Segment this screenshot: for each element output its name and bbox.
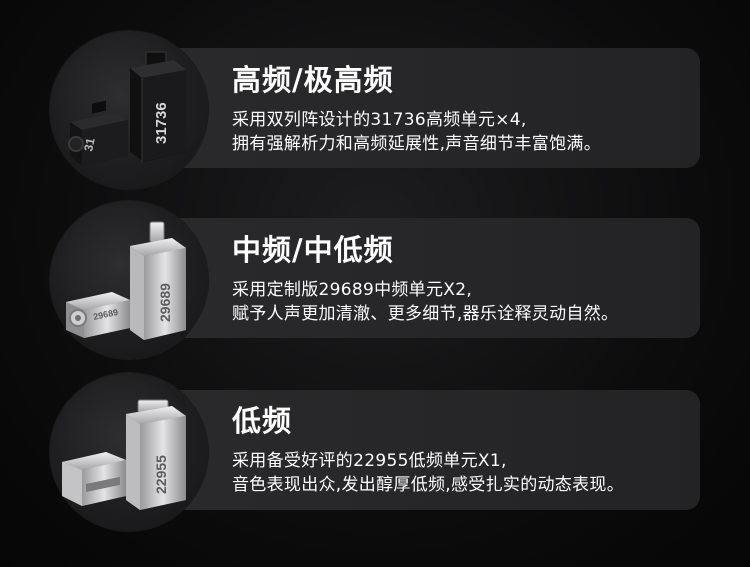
mid-driver-image: 29689 29689 [66,221,186,340]
description-line: 采用备受好评的22955低频单元X1, [232,451,507,471]
small-driver-label: 31 [81,136,98,152]
tall-low-driver: 22955 [126,399,186,510]
section-description: 采用双列阵设计的31736高频单元×4, 拥有强解析力和高频延展性,声音细节丰富… [232,108,601,156]
feature-text-mid: 中频/中低频 采用定制版29689中频单元X2, 赋予人声更加清澈、更多细节,器… [232,232,618,326]
description-line: 音色表现出众,发出醇厚低频,感受扎实的动态表现。 [232,475,625,495]
section-description: 采用定制版29689中频单元X2, 赋予人声更加清澈、更多细节,器乐诠释灵动自然… [232,278,618,326]
section-title: 低频 [232,404,293,438]
feature-card-high [128,48,700,168]
feature-card-low [128,390,700,510]
section-title: 高频/极高频 [232,63,394,97]
feature-text-high: 高频/极高频 采用双列阵设计的31736高频单元×4, 拥有强解析力和高频延展性… [232,62,601,156]
section-title: 中频/中低频 [232,233,394,267]
feature-text-low: 低频 采用备受好评的22955低频单元X1, 音色表现出众,发出醇厚低频,感受扎… [232,403,624,497]
tall-low-driver-label: 22955 [153,455,169,494]
tall-mid-driver-label: 29689 [157,283,173,322]
small-low-driver [62,452,126,506]
tall-tweeter-driver: 31736 [130,51,186,162]
feature-card-mid [128,218,700,338]
tall-mid-driver: 29689 [130,221,186,340]
tall-driver-label: 31736 [153,102,170,144]
description-line: 赋予人声更加清澈、更多细节,器乐诠释灵动自然。 [232,304,619,324]
small-tweeter-driver: 31 [68,100,128,166]
high-driver-image: 31 31736 [68,51,186,166]
description-line: 拥有强解析力和高频延展性,声音细节丰富饱满。 [232,134,602,154]
section-description: 采用备受好评的22955低频单元X1, 音色表现出众,发出醇厚低频,感受扎实的动… [232,449,624,497]
description-line: 采用定制版29689中频单元X2, [232,280,473,300]
small-mid-driver: 29689 [66,292,130,338]
low-driver-image: 22955 [62,399,186,510]
description-line: 采用双列阵设计的31736高频单元×4, [232,110,527,130]
